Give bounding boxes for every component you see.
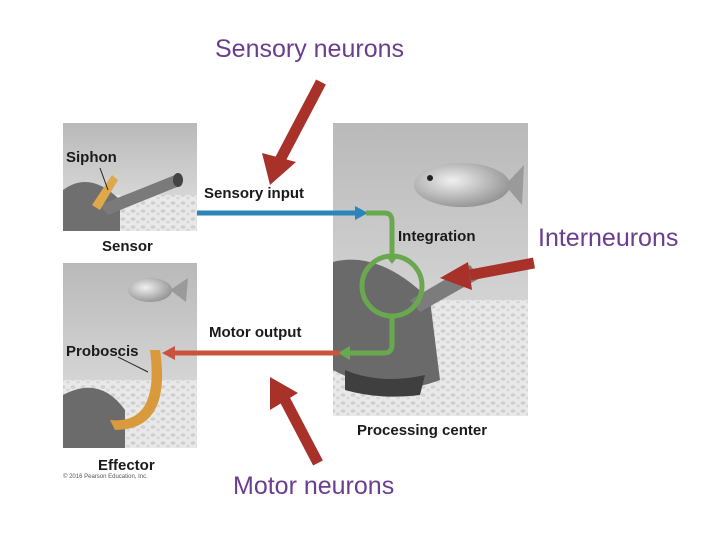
fish-large [414, 163, 510, 207]
effector-label: Effector [98, 457, 155, 474]
processing-center-label: Processing center [357, 422, 488, 439]
siphon-leader [99, 167, 109, 191]
integration-label: Integration [398, 228, 476, 245]
sensor-label: Sensor [102, 238, 153, 255]
copyright-notice: © 2016 Pearson Education, Inc. [63, 474, 148, 480]
siphon-label: Siphon [66, 149, 117, 166]
proboscis-shape [110, 350, 163, 430]
proboscis-label: Proboscis [66, 343, 139, 360]
siphon-highlight [92, 175, 118, 210]
arrow-interneurons [440, 257, 536, 290]
sensory-input-arrow [197, 206, 368, 220]
arrow-sensory-neurons [262, 79, 326, 185]
arrow-motor-neurons [270, 377, 323, 466]
sensory-neurons-label: Sensory neurons [215, 35, 405, 63]
sensor-panel [63, 123, 197, 231]
interneurons-label: Interneurons [538, 224, 679, 252]
proboscis-leader [117, 356, 149, 373]
motor-output-label: Motor output [209, 324, 302, 341]
fish-small [128, 278, 172, 302]
motor-output-arrow [162, 346, 340, 360]
motor-neurons-label: Motor neurons [233, 472, 395, 500]
sensory-input-label: Sensory input [204, 185, 305, 202]
siphon-tube [100, 175, 182, 215]
